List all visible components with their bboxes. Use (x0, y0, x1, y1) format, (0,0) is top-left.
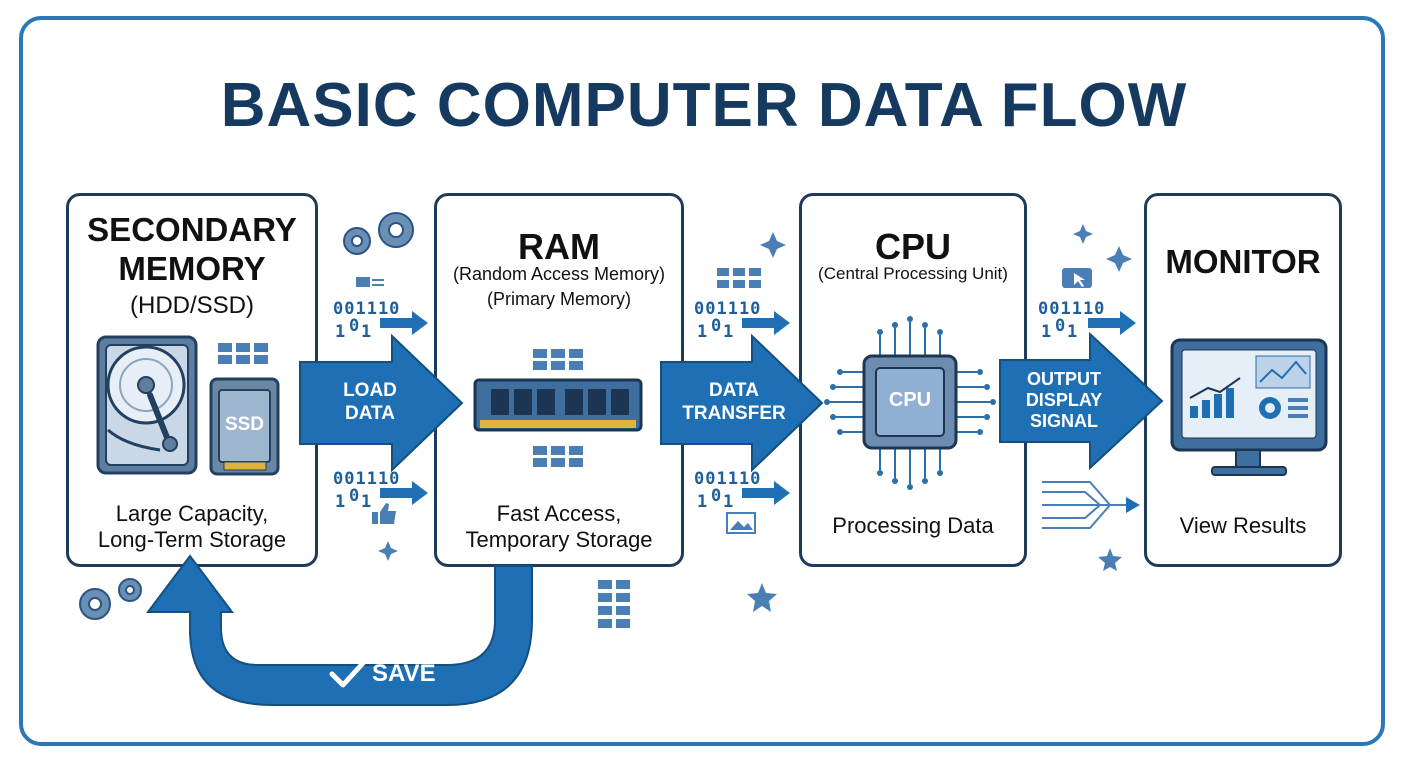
load-data-label-line1: LOAD (343, 380, 397, 401)
output-label-line2: DISPLAY (1025, 390, 1103, 410)
ram-subtitle-line1: (Random Access Memory) (452, 264, 666, 284)
binary-digit: 0 (349, 316, 361, 336)
ram-note-line1: Fast Access, (496, 501, 622, 526)
cpu-title: CPU (874, 226, 951, 267)
binary-row: 001110 (694, 469, 762, 489)
binary-row: 001110 (1038, 299, 1106, 319)
small-arrow (742, 311, 790, 335)
ram-title: RAM (518, 226, 600, 267)
gear-icon (343, 212, 414, 255)
secondary-memory-subtitle: (HDD/SSD) (130, 292, 254, 319)
save-arrow (146, 554, 533, 706)
secondary-memory-title-line2: MEMORY (118, 250, 266, 287)
small-arrow (380, 311, 428, 335)
ram-module-icon (473, 378, 643, 432)
binary-digit: 1 (361, 492, 373, 512)
image-icon (726, 512, 756, 534)
cpu-note: Processing Data (832, 513, 994, 538)
binary-digit: 1 (1067, 322, 1079, 342)
binary-digit: 1 (361, 322, 373, 342)
ram-note-line2: Temporary Storage (465, 527, 653, 552)
thumbs-up-icon (372, 503, 396, 524)
check-icon (329, 659, 367, 688)
cursor-icon (1062, 268, 1092, 288)
binary-digit: 1 (335, 492, 347, 512)
ssd-label: SSD (224, 414, 265, 435)
small-arrow (380, 481, 428, 505)
data-transfer-label-line2: TRANSFER (682, 403, 786, 424)
binary-digit: 0 (349, 486, 361, 506)
grid-icon (533, 349, 583, 370)
grid-icon (533, 446, 583, 467)
binary-digit: 0 (711, 486, 723, 506)
gear-icon (79, 578, 142, 620)
binary-digit: 0 (711, 316, 723, 336)
secondary-memory-title-line1: SECONDARY (87, 211, 297, 248)
data-transfer-arrow (660, 333, 824, 473)
binary-digit: 1 (697, 492, 709, 512)
ssd-icon (209, 377, 280, 476)
hard-drive-icon (96, 335, 198, 475)
monitor-icon (1170, 338, 1328, 476)
ram-subtitle-line2: (Primary Memory) (487, 289, 631, 309)
binary-digit: 1 (723, 322, 735, 342)
binary-row: 001110 (694, 299, 762, 319)
binary-row: 001110 (333, 299, 401, 319)
cpu-subtitle: (Central Processing Unit) (818, 264, 1008, 283)
output-display-arrow (999, 331, 1164, 471)
small-arrow (1088, 311, 1136, 335)
signal-lines-icon (1042, 481, 1128, 529)
binary-digit: 1 (1041, 322, 1053, 342)
output-label-line1: OUTPUT (1027, 369, 1101, 389)
binary-digit: 0 (1055, 316, 1067, 336)
page-title: BASIC COMPUTER DATA FLOW (220, 71, 1188, 140)
load-data-label: LOAD DATA (310, 379, 430, 425)
output-display-label: OUTPUT DISPLAY SIGNAL (1004, 369, 1124, 432)
secondary-memory-note-line2: Long-Term Storage (97, 527, 287, 552)
star-icon (747, 548, 1122, 612)
save-label: SAVE (372, 660, 436, 687)
monitor-title: MONITOR (1165, 243, 1321, 280)
cpu-chip-icon (830, 322, 990, 484)
output-label-line3: SIGNAL (1029, 411, 1098, 431)
grid-icon (717, 268, 761, 288)
grid-icon (598, 580, 630, 628)
load-data-arrow (299, 333, 464, 473)
binary-digit: 1 (335, 322, 347, 342)
chip-small-icon (356, 277, 384, 287)
data-transfer-label: DATA TRANSFER (666, 379, 802, 425)
sparkle-icon (378, 224, 1132, 561)
small-arrow (742, 481, 790, 505)
grid-icon (218, 343, 268, 364)
binary-digit: 1 (723, 492, 735, 512)
secondary-memory-note-line1: Large Capacity, (115, 501, 269, 526)
load-data-label-line2: DATA (345, 403, 395, 424)
monitor-note: View Results (1179, 513, 1307, 538)
binary-digit: 1 (697, 322, 709, 342)
cpu-chip-label: CPU (888, 389, 932, 411)
data-transfer-label-line1: DATA (709, 380, 759, 401)
binary-row: 001110 (333, 469, 401, 489)
